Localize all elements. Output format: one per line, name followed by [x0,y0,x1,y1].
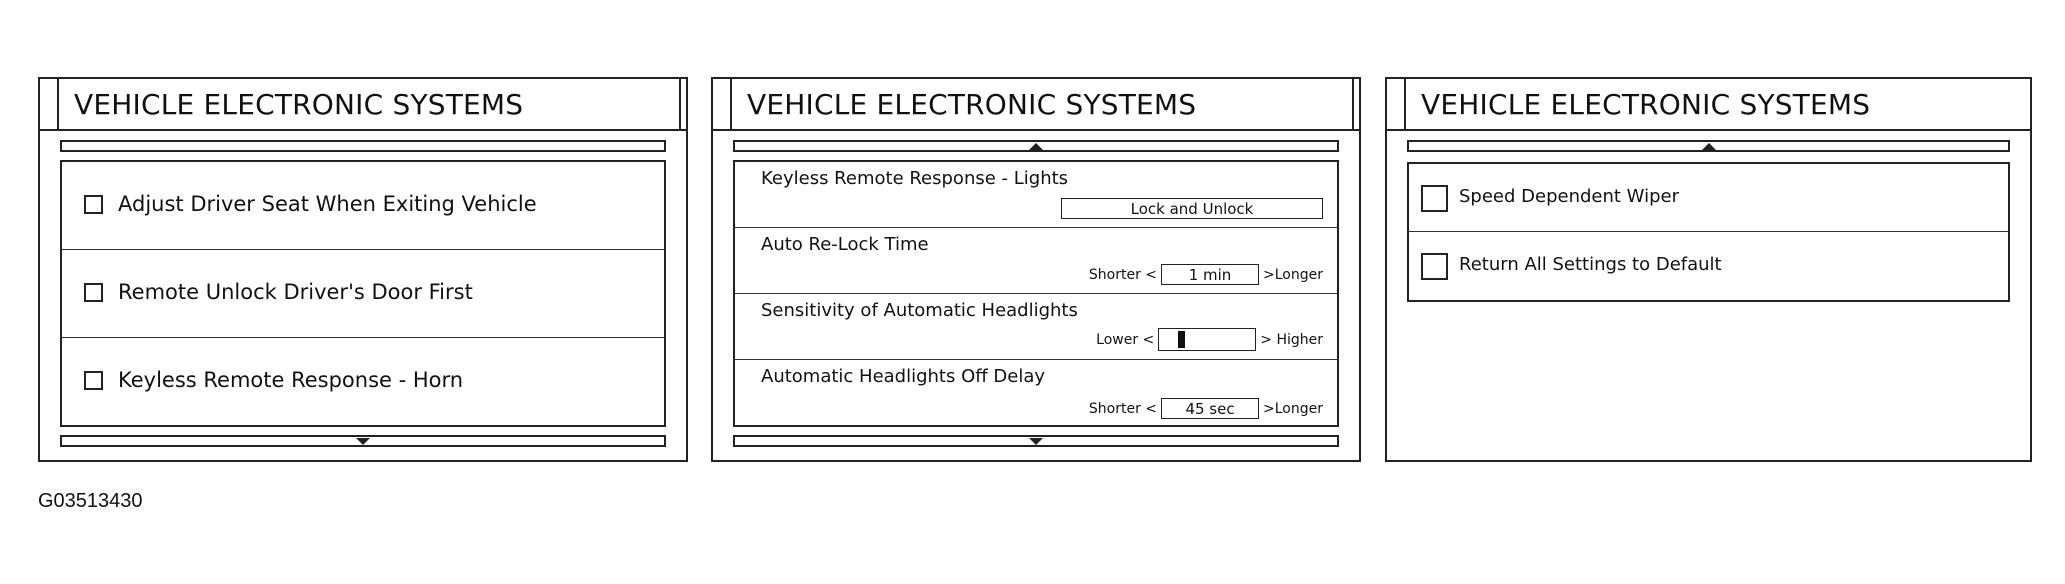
scroll-down-arrow-icon[interactable] [356,438,370,445]
title-bar-left-divider [730,79,732,129]
min-label: Lower < [1096,331,1155,348]
scroll-down-arrow-icon[interactable] [1029,438,1043,445]
checkbox[interactable] [84,283,103,302]
min-label: Shorter < [1088,266,1158,283]
title-bar-left-divider [1404,79,1406,129]
scroll-down-bar[interactable] [733,435,1339,447]
option-return-settings-default[interactable]: Return All Settings to Default [1409,232,2008,300]
max-label: >Longer [1263,266,1323,283]
setting-control: Shorter < 1 min >Longer [1089,264,1323,285]
title-bar: VEHICLE ELECTRONIC SYSTEMS [40,79,686,131]
setting-keyless-remote-lights[interactable]: Keyless Remote Response - Lights Lock an… [735,162,1337,228]
setting-label: Keyless Remote Response - Lights [761,168,1069,189]
figure-code: G03513430 [38,490,143,512]
setting-headlight-sensitivity[interactable]: Sensitivity of Automatic Headlights Lowe… [735,294,1337,360]
panel-title: VEHICLE ELECTRONIC SYSTEMS [74,88,524,121]
scroll-up-bar[interactable] [60,140,666,152]
vehicle-systems-panel-1: VEHICLE ELECTRONIC SYSTEMS Adjust Driver… [38,77,688,462]
checkbox[interactable] [84,371,103,390]
setting-label: Auto Re-Lock Time [761,234,929,255]
option-label: Return All Settings to Default [1459,254,1722,275]
title-bar-left-divider [57,79,59,129]
scroll-down-bar[interactable] [60,435,666,447]
setting-control: Lock and Unlock [1061,198,1323,219]
panel-title: VEHICLE ELECTRONIC SYSTEMS [1421,88,1871,121]
title-bar-right-divider [1352,79,1354,129]
vehicle-systems-panel-3: VEHICLE ELECTRONIC SYSTEMS Speed Depende… [1385,77,2032,462]
setting-label: Sensitivity of Automatic Headlights [761,300,1078,321]
option-label: Keyless Remote Response - Horn [118,368,464,392]
setting-control: Lower < > Higher [1096,328,1323,351]
panel-title: VEHICLE ELECTRONIC SYSTEMS [747,88,1197,121]
settings-list: Keyless Remote Response - Lights Lock an… [733,160,1339,427]
setting-control: Shorter < 45 sec >Longer [1089,398,1323,419]
checkbox[interactable] [1421,253,1448,280]
max-label: > Higher [1260,331,1323,348]
setting-auto-relock-time[interactable]: Auto Re-Lock Time Shorter < 1 min >Longe… [735,228,1337,294]
vehicle-systems-panel-2: VEHICLE ELECTRONIC SYSTEMS Keyless Remot… [711,77,1361,462]
title-bar: VEHICLE ELECTRONIC SYSTEMS [713,79,1359,131]
scroll-up-arrow-icon[interactable] [1029,143,1043,150]
option-keyless-remote-horn[interactable]: Keyless Remote Response - Horn [62,338,664,425]
options-list: Adjust Driver Seat When Exiting Vehicle … [60,160,666,427]
off-delay-value[interactable]: 45 sec [1161,398,1260,419]
option-remote-unlock-driver-door[interactable]: Remote Unlock Driver's Door First [62,250,664,338]
checkbox[interactable] [84,195,103,214]
scroll-up-arrow-icon[interactable] [1701,143,1716,150]
scroll-up-bar[interactable] [733,140,1339,152]
options-list: Speed Dependent Wiper Return All Setting… [1407,162,2010,302]
option-label: Remote Unlock Driver's Door First [118,280,473,304]
setting-label: Automatic Headlights Off Delay [761,366,1046,387]
min-label: Shorter < [1088,400,1158,417]
max-label: >Longer [1263,400,1323,417]
option-speed-dependent-wiper[interactable]: Speed Dependent Wiper [1409,164,2008,232]
relock-time-value[interactable]: 1 min [1161,264,1260,285]
option-label: Adjust Driver Seat When Exiting Vehicle [118,192,537,216]
title-bar: VEHICLE ELECTRONIC SYSTEMS [1387,79,2030,131]
lights-value-selector[interactable]: Lock and Unlock [1061,198,1323,219]
title-bar-right-divider [679,79,681,129]
slider-indicator[interactable] [1178,331,1186,348]
scroll-up-bar[interactable] [1407,140,2010,152]
setting-headlights-off-delay[interactable]: Automatic Headlights Off Delay Shorter <… [735,360,1337,427]
sensitivity-slider[interactable] [1158,328,1257,351]
option-label: Speed Dependent Wiper [1459,186,1679,207]
checkbox[interactable] [1421,185,1448,212]
option-adjust-driver-seat[interactable]: Adjust Driver Seat When Exiting Vehicle [62,162,664,250]
